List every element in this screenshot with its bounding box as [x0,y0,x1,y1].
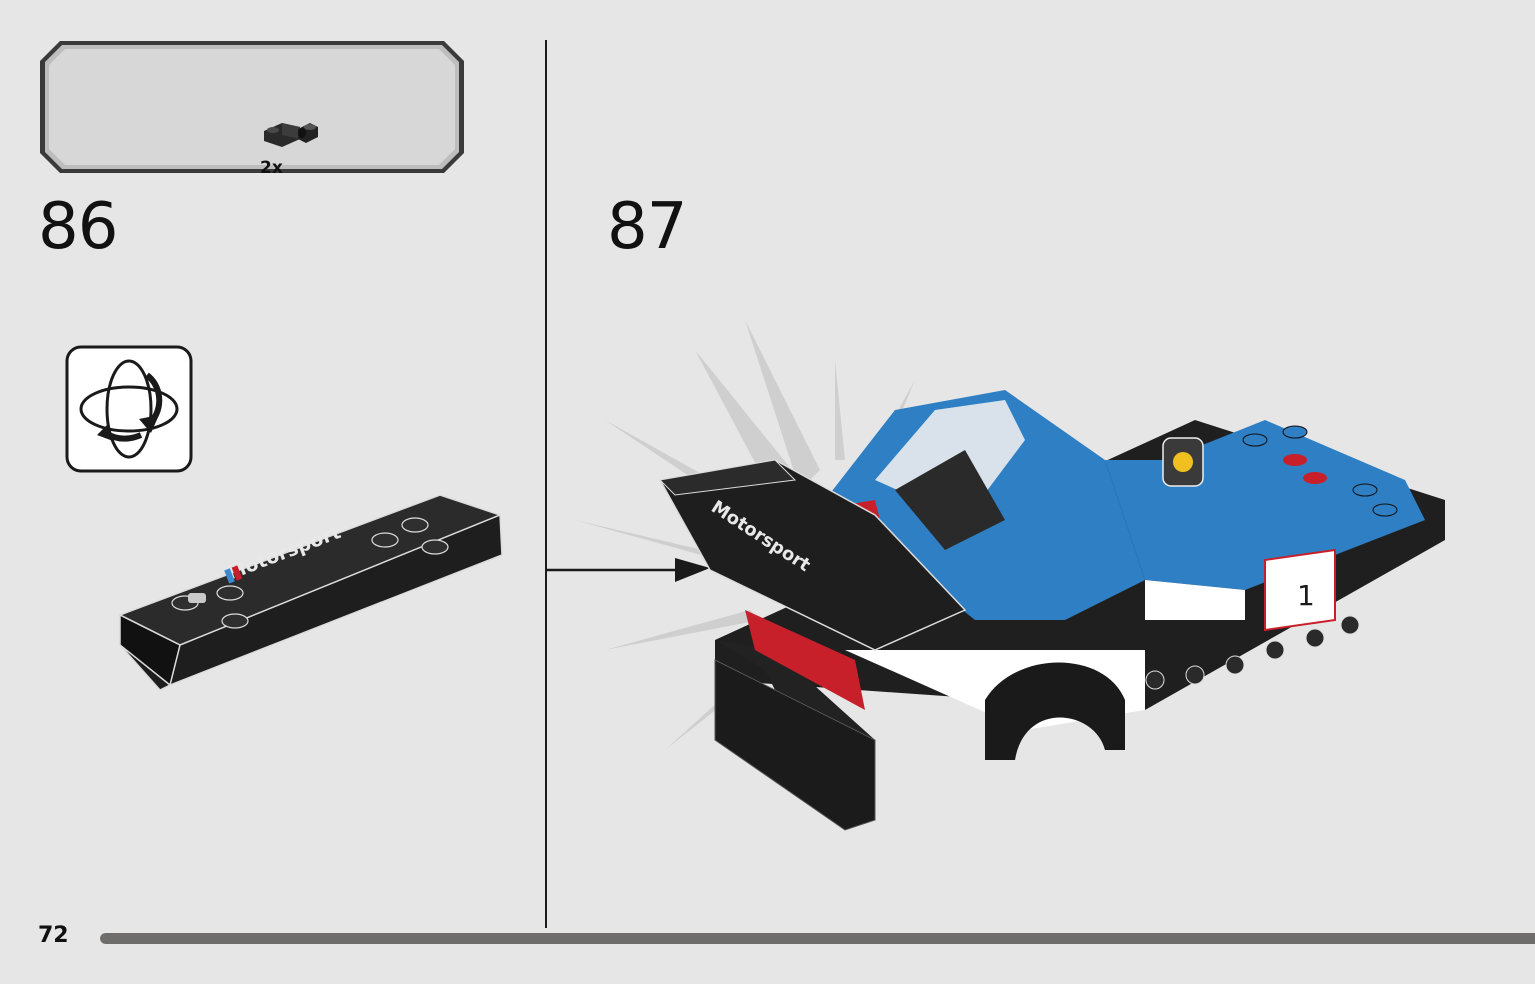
step-divider [545,40,547,928]
callout-frame [40,41,464,173]
car-number-plate: 1 [1297,579,1315,612]
step-number-86: 86 [38,190,118,264]
page-number: 72 [38,923,69,948]
rotate-model-icon [65,345,193,473]
part-quantity: 2x [260,158,283,178]
step-number-87: 87 [607,190,687,264]
plate-with-clip-icon [260,117,322,151]
progress-bar [100,933,1535,944]
car-model: 1 Motorsport [545,320,1455,840]
parts-callout: 2x [38,39,466,178]
progress-fill [100,933,1535,944]
spoiler-assembly: Motorsport [110,485,505,700]
